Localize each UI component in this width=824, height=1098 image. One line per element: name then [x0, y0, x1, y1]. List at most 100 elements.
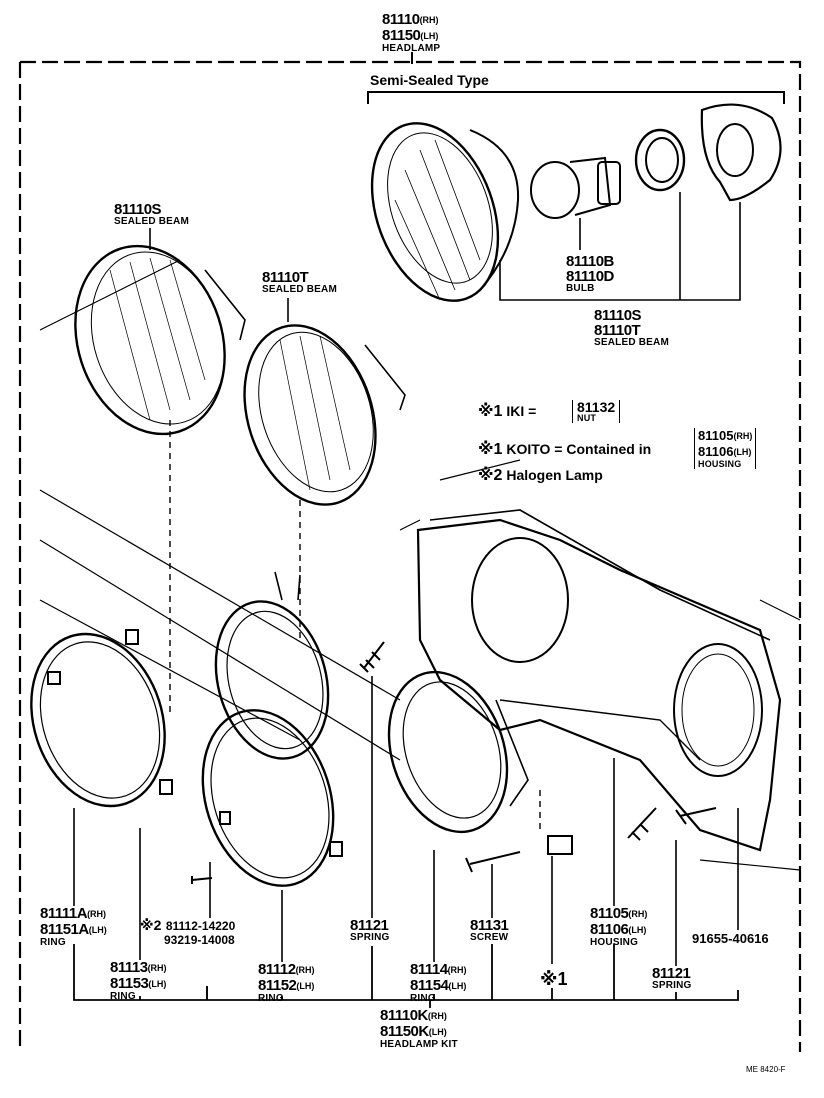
note-halogen: ※2 Halogen Lamp — [478, 468, 603, 484]
p1-sfx-lh: (LH) — [88, 925, 107, 935]
note-koito-text: KOITO = Contained in — [506, 441, 652, 457]
header-name: HEADLAMP — [382, 43, 441, 54]
label-81114: 81114(RH) 81154(LH) RING — [410, 962, 467, 1004]
label-81111a: 81111A(RH) 81151A(LH) RING — [40, 906, 107, 948]
p3-sfx-rh: (RH) — [147, 963, 167, 973]
part-leaders — [73, 676, 739, 1000]
p10-name: SPRING — [652, 980, 692, 991]
p4-sfx-lh: (LH) — [296, 981, 315, 991]
p1-sfx-rh: (RH) — [87, 909, 107, 919]
semi-sealed-title: Semi-Sealed Type — [370, 72, 489, 88]
header-sfx-rh: (RH) — [419, 15, 439, 25]
panel-lines — [39, 259, 801, 871]
note-iki-nut: 81132 NUT — [572, 400, 621, 423]
sb-mid-pn: 81110T — [262, 269, 309, 286]
kit-pn-rh: 81110K — [380, 1007, 428, 1024]
header-pn-lh: 81150 — [382, 27, 421, 44]
kit-bracket — [73, 944, 739, 1008]
label-housing: 81105(RH) 81106(LH) HOUSING — [590, 906, 647, 948]
p3-pn-lh: 81153 — [110, 975, 149, 992]
sb-mid-name: SEALED BEAM — [262, 284, 337, 295]
p7-name: RING — [410, 993, 436, 1004]
p5-name: SPRING — [350, 932, 390, 943]
label-headlamp-kit: 81110K(RH) 81150K(LH) HEADLAMP KIT — [380, 1008, 458, 1050]
sb-left-pn: 81110S — [114, 201, 162, 218]
bulb-pn-2: 81110D — [566, 268, 614, 285]
p3-sfx-lh: (LH) — [148, 979, 167, 989]
p1-pn-lh: 81151A — [40, 921, 89, 938]
note-koito-mark: ※1 — [478, 441, 503, 458]
p10-pn: 81121 — [652, 965, 691, 982]
bolt-91655 — [675, 807, 717, 825]
socket-ring — [634, 128, 686, 192]
header-label: 81110(RH) 81150(LH) HEADLAMP — [382, 12, 440, 54]
sb-top-pn-1: 81110S — [594, 307, 642, 324]
p1-pn-rh: 81111A — [40, 905, 88, 922]
p2-pn-1: 81112-14220 — [165, 919, 236, 933]
ring-81111a — [30, 629, 173, 808]
p8-pn-lh: 81106 — [590, 921, 629, 938]
label-spring-left: 81121 SPRING — [350, 918, 390, 943]
kit-pn-lh: 81150K — [380, 1023, 429, 1040]
note-halogen-text: Halogen Lamp — [506, 467, 603, 483]
sb-top-pn-2: 81110T — [594, 322, 641, 339]
p7-sfx-rh: (RH) — [447, 965, 467, 975]
note-koito: ※1 KOITO = Contained in — [478, 442, 651, 458]
sb-left-name: SEALED BEAM — [114, 216, 189, 227]
spring-left — [359, 641, 385, 673]
p4-name: RING — [258, 993, 284, 1004]
note-iki-mark: ※1 — [478, 403, 503, 420]
p7-pn-rh: 81114 — [410, 961, 448, 978]
label-screw: 81131 SCREW — [470, 918, 509, 943]
note-housing-name: HOUSING — [698, 459, 742, 469]
spring-right — [627, 807, 657, 841]
nut-part — [547, 835, 573, 855]
p3-pn-rh: 81113 — [110, 959, 148, 976]
sb-top-name: SEALED BEAM — [594, 337, 669, 348]
sealed-beam-left-label: 81110S SEALED BEAM — [114, 202, 189, 227]
sealed-beam-top-label: 81110S 81110T SEALED BEAM — [594, 308, 669, 348]
kit-name: HEADLAMP KIT — [380, 1039, 458, 1050]
note-housing-pn-rh: 81105 — [698, 428, 734, 443]
label-bolt: 91655-40616 — [692, 931, 769, 946]
housing-part — [416, 509, 782, 852]
sealed-beam-mid-label: 81110T SEALED BEAM — [262, 270, 337, 295]
p8-sfx-rh: (RH) — [628, 909, 648, 919]
p5-pn: 81121 — [350, 917, 389, 934]
centre-lines — [169, 420, 541, 830]
p4-pn-lh: 81152 — [258, 977, 297, 994]
p4-sfx-rh: (RH) — [295, 965, 315, 975]
p3-name: RING — [110, 991, 136, 1002]
kit-sfx-rh: (RH) — [427, 1011, 447, 1021]
screw-81131 — [465, 851, 521, 873]
note-nut-name: NUT — [577, 413, 597, 423]
ring-81112 — [201, 709, 343, 887]
label-81112: 81112(RH) 81152(LH) RING — [258, 962, 315, 1004]
label-iki-nut-mark: ※1 — [540, 969, 568, 989]
bulb-name: BULB — [566, 283, 595, 294]
header-pn-rh: 81110 — [382, 11, 420, 28]
p2-pn-2: 93219-14008 — [164, 933, 235, 947]
note-halogen-mark: ※2 — [478, 467, 503, 484]
p8-sfx-lh: (LH) — [628, 925, 647, 935]
header-sfx-lh: (LH) — [420, 31, 439, 41]
p7-pn-lh: 81154 — [410, 977, 449, 994]
note-housing-sfx-lh: (LH) — [733, 447, 752, 457]
note-housing-sfx-rh: (RH) — [733, 431, 753, 441]
p8-name: HOUSING — [590, 937, 639, 948]
p1-name: RING — [40, 937, 66, 948]
p7-sfx-lh: (LH) — [448, 981, 467, 991]
bulb-pn-1: 81110B — [566, 253, 614, 270]
diagram-code: ME 8420-F — [746, 1065, 786, 1074]
kit-sfx-lh: (LH) — [428, 1027, 447, 1037]
note-koito-housing: 81105(RH) 81106(LH) HOUSING — [694, 428, 757, 469]
p6-name: SCREW — [470, 932, 509, 943]
p8-pn-rh: 81105 — [590, 905, 629, 922]
sealed-beam-left — [74, 244, 246, 436]
ring-81113 — [214, 571, 330, 760]
p2-mark: ※2 — [140, 917, 162, 933]
p4-pn-rh: 81112 — [258, 961, 296, 978]
label-halogen-screw: ※2 81112-14220 93219-14008 — [140, 918, 235, 946]
sealed-beam-mid — [243, 324, 406, 506]
